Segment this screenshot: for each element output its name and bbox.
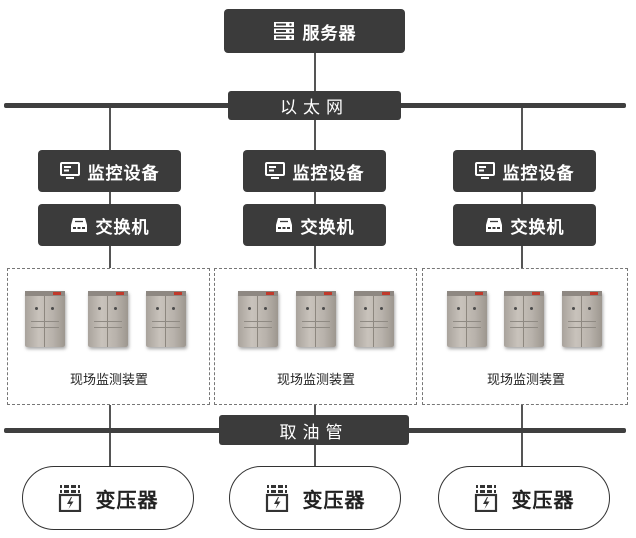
ethernet-to-monitor-line-3 <box>521 106 523 150</box>
transformer-label: 变压器 <box>95 487 159 512</box>
monitoring-cabinet <box>354 291 394 347</box>
monitor-icon <box>474 162 495 180</box>
site-to-pipe-line-3 <box>521 404 523 430</box>
transformer-icon <box>265 484 289 512</box>
network-switch-icon <box>275 217 293 233</box>
site-monitoring-box-2: 现场监测装置 <box>214 268 417 405</box>
server-to-ethernet-line <box>314 52 316 106</box>
transformer-box-2: 变压器 <box>229 466 401 530</box>
switch-box-3: 交换机 <box>453 204 596 246</box>
monitoring-cabinet <box>296 291 336 347</box>
switch-label: 交换机 <box>95 217 150 238</box>
server-label: 服务器 <box>302 23 357 44</box>
switch-label: 交换机 <box>300 217 355 238</box>
transformer-box-3: 变压器 <box>438 466 610 530</box>
transformer-label: 变压器 <box>511 487 575 512</box>
pipe-to-transformer-line-3 <box>521 430 523 466</box>
transformer-box-1: 变压器 <box>22 466 194 530</box>
monitor-device-box-1: 监控设备 <box>38 150 181 192</box>
oil-pipe-label-box: 取油管 <box>219 415 409 445</box>
switch-to-site-line-1 <box>109 246 111 268</box>
monitor-device-box-3: 监控设备 <box>453 150 596 192</box>
transformer-icon <box>58 484 82 512</box>
site-monitoring-label: 现场监测装置 <box>486 372 565 387</box>
switch-to-site-line-2 <box>314 246 316 268</box>
monitoring-cabinet <box>146 291 186 347</box>
site-monitoring-box-1: 现场监测装置 <box>7 268 210 405</box>
transformer-label: 变压器 <box>302 487 366 512</box>
monitoring-cabinet <box>447 291 487 347</box>
site-monitoring-label: 现场监测装置 <box>69 372 148 387</box>
server-box: 服务器 <box>224 9 405 53</box>
transformer-icon <box>474 484 498 512</box>
monitoring-cabinet <box>88 291 128 347</box>
ethernet-to-monitor-line-1 <box>109 106 111 150</box>
monitor-icon <box>264 162 285 180</box>
server-rack-icon <box>273 21 295 41</box>
network-switch-icon <box>485 217 503 233</box>
oil-pipe-label: 取油管 <box>279 422 349 443</box>
site-monitoring-label: 现场监测装置 <box>276 372 355 387</box>
switch-box-2: 交换机 <box>243 204 386 246</box>
monitor-icon <box>59 162 80 180</box>
monitoring-cabinet <box>25 291 65 347</box>
monitoring-cabinet <box>504 291 544 347</box>
monitor-device-label: 监控设备 <box>87 163 160 184</box>
monitoring-cabinet <box>238 291 278 347</box>
pipe-to-transformer-line-2 <box>314 430 316 466</box>
monitoring-cabinet <box>562 291 602 347</box>
pipe-to-transformer-line-1 <box>109 430 111 466</box>
monitor-to-switch-line-2 <box>314 192 316 204</box>
monitor-device-label: 监控设备 <box>502 163 575 184</box>
site-monitoring-box-3: 现场监测装置 <box>422 268 628 405</box>
monitor-device-label: 监控设备 <box>292 163 365 184</box>
site-to-pipe-line-1 <box>109 404 111 430</box>
network-switch-icon <box>70 217 88 233</box>
monitor-to-switch-line-3 <box>521 192 523 204</box>
switch-to-site-line-3 <box>521 246 523 268</box>
ethernet-label-box: 以太网 <box>228 91 401 120</box>
switch-label: 交换机 <box>510 217 565 238</box>
monitor-device-box-2: 监控设备 <box>243 150 386 192</box>
switch-box-1: 交换机 <box>38 204 181 246</box>
monitor-to-switch-line-1 <box>109 192 111 204</box>
ethernet-label: 以太网 <box>280 98 349 118</box>
ethernet-to-monitor-line-2 <box>314 106 316 150</box>
